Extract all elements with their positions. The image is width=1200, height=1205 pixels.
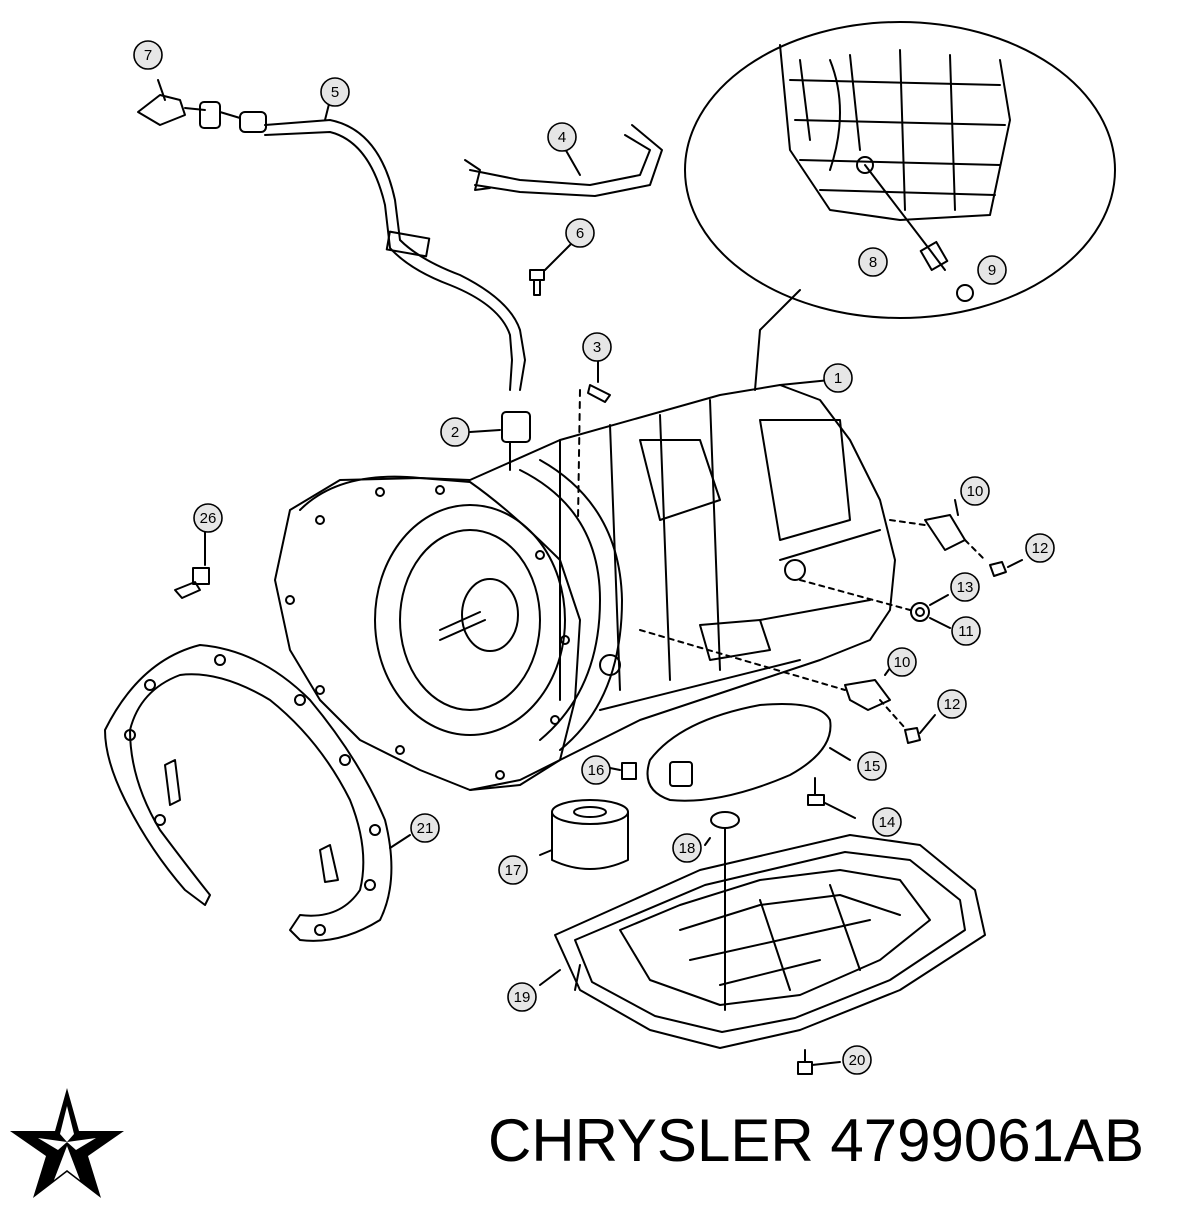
callout-number: 2 (451, 424, 459, 441)
callout-10: 10 (887, 647, 917, 677)
part-6-bolt (529, 239, 576, 296)
callout-number: 5 (331, 84, 339, 101)
callout-11: 11 (951, 616, 981, 646)
part-17-oil-filter (539, 799, 629, 870)
callout-8: 8 (858, 247, 888, 277)
part-1-transmission-case (274, 379, 896, 791)
callout-17: 17 (498, 855, 528, 885)
callout-18: 18 (672, 833, 702, 863)
brand-name: CHRYSLER (488, 1107, 814, 1174)
callout-5: 5 (320, 77, 350, 107)
part-7-dipstick-handle (137, 79, 267, 133)
part-5-dipstick-tube (264, 99, 526, 391)
callout-number: 19 (514, 989, 531, 1006)
callout-number: 8 (869, 254, 877, 271)
callout-number: 21 (417, 820, 434, 837)
callout-number: 6 (576, 225, 584, 242)
callout-number: 15 (864, 758, 881, 775)
part-number: 4799061AB (830, 1107, 1144, 1174)
callout-number: 26 (200, 510, 217, 527)
callout-21: 21 (410, 813, 440, 843)
callout-12: 12 (1025, 533, 1055, 563)
callout-26: 26 (193, 503, 223, 533)
callout-2: 2 (440, 417, 470, 447)
callout-6: 6 (565, 218, 595, 248)
callout-number: 10 (967, 483, 984, 500)
part-26-bolt (174, 529, 210, 599)
part-15-filter (646, 703, 851, 802)
part-12-lower-bolt (904, 714, 936, 744)
part-13-11-nut-washer (799, 579, 951, 629)
callout-14: 14 (872, 807, 902, 837)
callout-number: 9 (988, 262, 996, 279)
part-18-drain-plug (704, 811, 740, 1011)
callout-number: 1 (834, 370, 842, 387)
part-2-mount (469, 411, 531, 471)
part-16-plug (609, 762, 637, 780)
callout-number: 13 (957, 579, 974, 596)
callout-number: 17 (505, 862, 522, 879)
callout-13: 13 (950, 572, 980, 602)
callout-number: 16 (588, 762, 605, 779)
callout-20: 20 (842, 1045, 872, 1075)
callout-16: 16 (581, 755, 611, 785)
callout-number: 4 (558, 129, 566, 146)
part-10-lower-sensor (639, 629, 906, 729)
callout-7: 7 (133, 40, 163, 70)
callout-1: 1 (823, 363, 853, 393)
part-21-gasket (104, 644, 411, 942)
part-14-bolt (807, 777, 856, 819)
part-10-upper-sensor (889, 499, 986, 561)
callout-number: 12 (944, 696, 961, 713)
callout-number: 14 (879, 814, 896, 831)
callout-4: 4 (547, 122, 577, 152)
detail-inset (684, 21, 1116, 391)
callout-number: 12 (1032, 540, 1049, 557)
part-20-bolt (797, 1049, 841, 1075)
callout-number: 7 (144, 47, 152, 64)
callout-number: 10 (894, 654, 911, 671)
part-12-upper-bolt (989, 559, 1023, 577)
callout-10: 10 (960, 476, 990, 506)
callout-9: 9 (977, 255, 1007, 285)
callout-12: 12 (937, 689, 967, 719)
callout-number: 20 (849, 1052, 866, 1069)
part-19-oil-pan (539, 834, 986, 1049)
callout-19: 19 (507, 982, 537, 1012)
callout-3: 3 (582, 332, 612, 362)
pentastar-logo-icon (6, 1086, 128, 1200)
callout-number: 3 (593, 339, 601, 356)
footer-caption: CHRYSLER 4799061AB (488, 1106, 1144, 1175)
callout-number: 18 (679, 840, 696, 857)
callout-15: 15 (857, 751, 887, 781)
callout-number: 11 (958, 623, 974, 640)
